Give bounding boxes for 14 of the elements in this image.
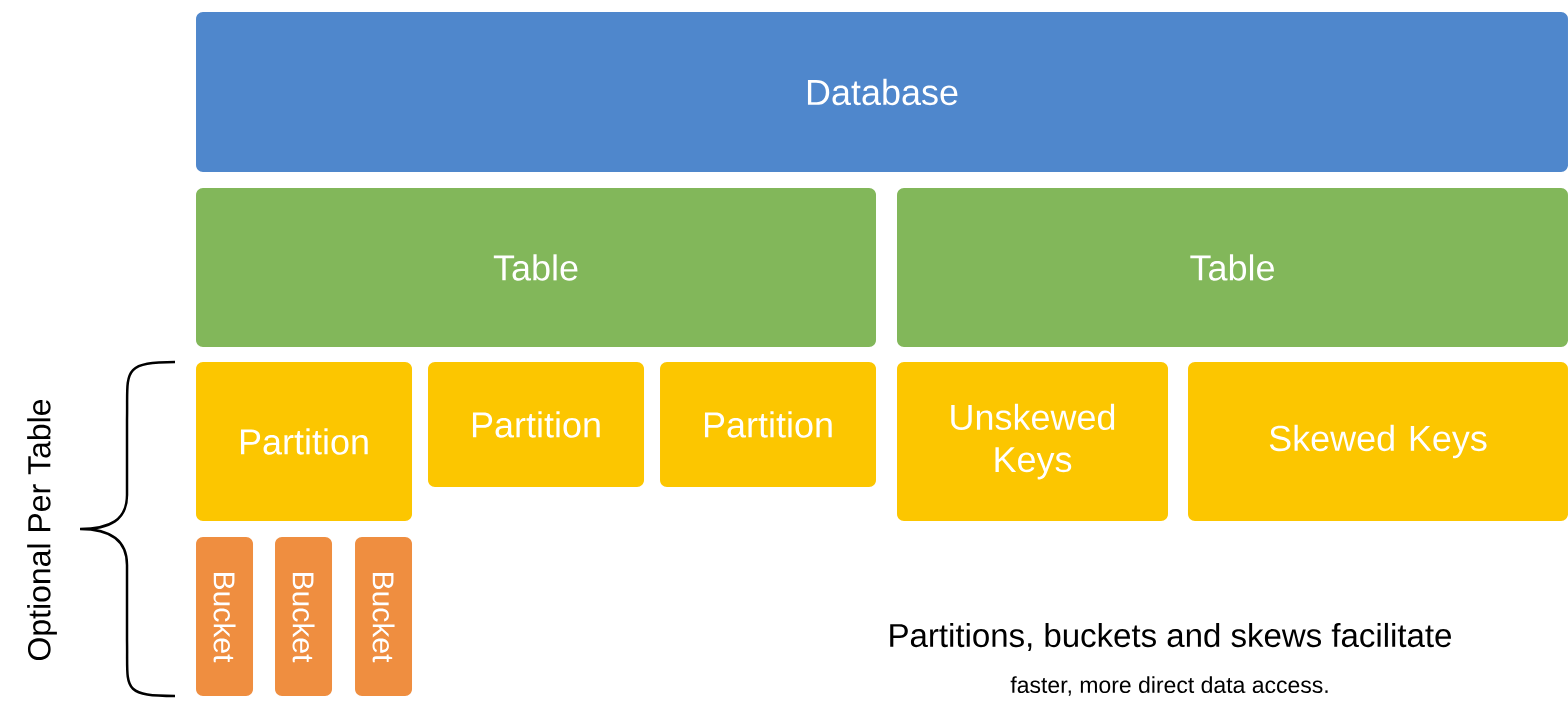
keys-box: Skewed Keys <box>1188 362 1568 521</box>
keys-box: Unskewed Keys <box>897 362 1168 521</box>
caption-text: Partitions, buckets and skews facilitate <box>890 622 1451 652</box>
bucket-box: Bucket <box>355 537 412 696</box>
bucket-box: Bucket <box>196 537 253 696</box>
caption-text: faster, more direct data access. <box>1010 676 1328 696</box>
partition-box: Partition <box>660 362 876 487</box>
bucket-box: Bucket <box>275 537 332 696</box>
side-label: Optional Per Table <box>27 399 57 661</box>
table-box: Table <box>897 188 1568 347</box>
database-box: Database <box>196 12 1568 172</box>
partition-box: Partition <box>428 362 644 487</box>
table-box: Table <box>196 188 876 347</box>
partition-box: Partition <box>196 362 412 521</box>
